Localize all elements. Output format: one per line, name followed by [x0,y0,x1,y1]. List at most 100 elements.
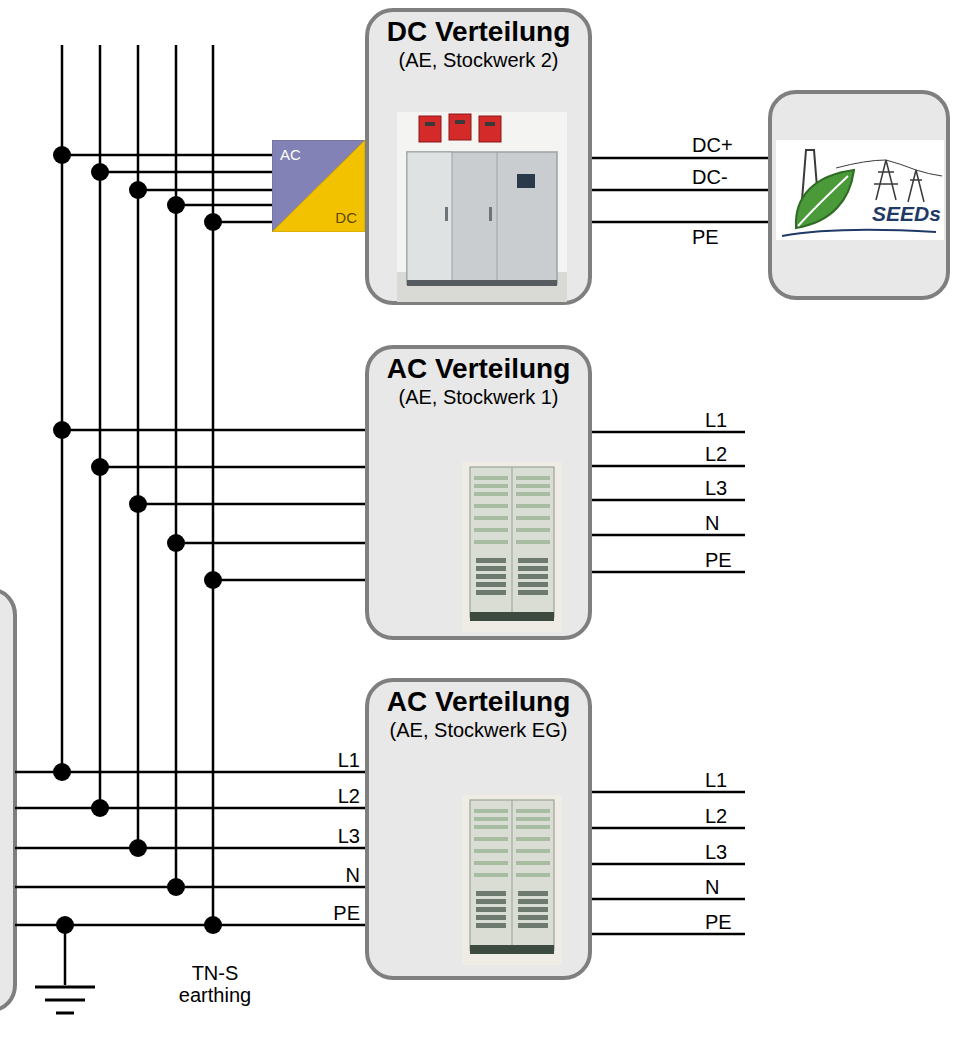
feeder-wire [15,807,365,810]
module-row [516,516,550,520]
phase-label: N [346,864,360,886]
cabinet-handle [445,207,448,221]
phase-label: L2 [705,443,727,465]
module-row [516,825,550,829]
phase-label: PE [333,902,360,924]
logo-ground [776,140,944,240]
breaker-row [476,891,506,896]
phase-label: PE [705,549,732,571]
module-row [516,849,550,853]
tap-wire [138,503,365,506]
module-row [516,540,550,544]
breaker-row [518,915,548,920]
tap-wire [176,542,365,545]
earth-symbol [56,1012,74,1015]
seeds-box: SEEDs [768,90,950,300]
outgoing-wire [592,933,745,936]
bus-wire [137,45,140,848]
bus-wire [212,45,215,925]
logo-power-line [836,160,942,176]
cabinet-handle [489,207,492,221]
module-row [474,837,508,841]
dc-wire [592,221,768,224]
tap-wire [100,466,365,469]
dc-wire [592,189,768,192]
outgoing-wire [592,499,745,502]
breaker-row [518,891,548,896]
outgoing-wire [592,827,745,830]
phase-label: L2 [338,785,360,807]
tap-wire [62,154,272,157]
tap-wire [213,579,365,582]
box-location: (AE, Stockwerk 2) [398,48,558,72]
outgoing-wire [592,465,745,468]
box-title: DC Verteilung [387,16,571,48]
inverter-unit [419,116,441,142]
module-row [474,516,508,520]
distribution-box: DC Verteilung(AE, Stockwerk 2) [365,8,592,305]
distribution-box: AC Verteilung(AE, Stockwerk 1) [365,345,592,640]
earth-symbol [35,986,95,989]
junction-dot [53,421,71,439]
dc-wire [592,157,768,160]
phase-label: L1 [705,409,727,431]
earthing-note: TN-S earthing [165,962,265,1006]
tap-wire [176,204,272,207]
phase-label: L1 [705,769,727,791]
module-row [474,540,508,544]
junction-dot [56,916,74,934]
earth-symbol [45,999,85,1002]
module-row [516,504,550,508]
breaker-row [476,923,506,928]
junction-dot [91,799,109,817]
breaker-row [476,574,506,579]
breaker-row [476,566,506,571]
outgoing-wire [592,534,745,537]
supply-panel [0,590,15,1010]
photo-wall [397,112,567,302]
logo-swoosh [782,230,936,236]
module-row [516,484,550,488]
cabinet-photo [462,462,562,632]
ac-half [272,140,365,232]
junction-dot [204,213,222,231]
module-row [516,873,550,877]
breaker-row [518,574,548,579]
junction-dot [53,146,71,164]
breaker-row [518,582,548,587]
breaker-row [476,590,506,595]
box-location: (AE, Stockwerk EG) [390,718,568,742]
breaker-row [518,558,548,563]
inverter-display [425,122,435,126]
outgoing-wire [592,863,745,866]
logo-leaf [796,170,854,228]
outgoing-wire [592,791,745,794]
logo-leaf-vein [798,176,848,226]
module-row [516,817,550,821]
phase-label: L2 [705,805,727,827]
distribution-box: AC Verteilung(AE, Stockwerk EG) [365,678,592,980]
breaker-row [476,899,506,904]
tap-wire [62,429,365,432]
outgoing-wire [592,571,745,574]
phase-label: L1 [338,749,360,771]
module-row [516,476,550,480]
junction-dot [129,839,147,857]
junction-dot [129,181,147,199]
module-row [516,528,550,532]
phase-label: PE [705,911,732,933]
module-row [474,873,508,877]
phase-label: L3 [338,825,360,847]
wire-label: DC- [692,166,728,188]
phase-label: L3 [705,477,727,499]
tap-wire [138,189,272,192]
tap-wire [100,171,272,174]
inverter-display [455,120,465,124]
module-row [474,504,508,508]
outgoing-wire [592,898,745,901]
wire-label: DC+ [692,134,733,156]
cabinet-plinth [470,945,554,954]
junction-dot [53,763,71,781]
box-title: AC Verteilung [387,353,571,385]
cabinet-photo [462,795,562,965]
